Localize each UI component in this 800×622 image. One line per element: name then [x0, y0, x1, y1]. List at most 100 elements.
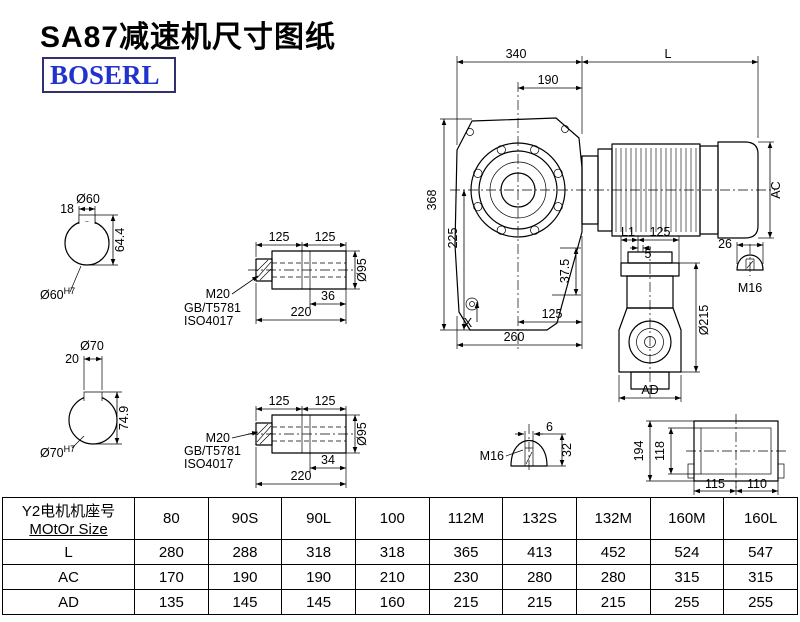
- shaft-end-key-detail: 6 32 M16: [480, 420, 574, 472]
- shaft70-key-width-label: 20: [65, 352, 79, 366]
- shaft70-key-height-label: 74.9: [117, 406, 131, 430]
- page-title: SA87减速机尺寸图纸: [40, 21, 337, 54]
- table-cell: 215: [428, 589, 504, 615]
- side-dim-5: 5: [645, 247, 652, 261]
- side-view: L1 125 5 Ø215 AD: [618, 225, 764, 402]
- table-cell: 315: [723, 564, 798, 590]
- shaft70-end-view: Ø70 20 74.9 Ø70H7: [40, 339, 131, 460]
- front-dim-225: 225: [446, 228, 460, 249]
- shaft70-dia-label: Ø70: [80, 339, 104, 353]
- table-row-label: AC: [2, 564, 135, 590]
- front-dim-L: L: [665, 47, 672, 61]
- gearbox-housing-outline: [454, 117, 583, 331]
- table-cell: 160: [354, 589, 430, 615]
- table-cell: 230: [428, 564, 504, 590]
- table-cell: 413: [502, 539, 577, 565]
- shaft60-dia-label: Ø60: [76, 192, 100, 206]
- table-cell: 280: [502, 564, 577, 590]
- table-cell: 215: [502, 589, 577, 615]
- shaft70-tolerance-label: Ø70H7: [40, 444, 75, 460]
- key-thread-M16: M16: [480, 449, 504, 463]
- rear-dim-115: 115: [705, 477, 725, 491]
- detail-top-dim-220: 220: [291, 305, 312, 319]
- side-dim-26: 26: [718, 237, 732, 251]
- detail-bottom-dim-34: 34: [321, 453, 335, 467]
- table-cell: 255: [649, 589, 725, 615]
- table-column-header: 160M: [649, 497, 725, 540]
- detail-top-dim-125-left: 125: [269, 230, 290, 244]
- detail-bottom-dim-125-left: 125: [269, 394, 290, 408]
- table-column-header: 80: [134, 497, 209, 540]
- key-dim-32: 32: [560, 443, 574, 457]
- table-cell: 315: [649, 564, 725, 590]
- table-cell: 190: [207, 564, 283, 590]
- rear-dim-118: 118: [653, 441, 667, 461]
- dimension-drawing: Ø60 18 64.4 Ø60H7 Ø70 20: [40, 47, 786, 495]
- side-thread-M16: M16: [738, 281, 762, 295]
- output-shaft-detail-bottom: 125 125 34 220 Ø95 M20 GB/T5781 ISO4017: [184, 394, 369, 488]
- table-cell: 365: [428, 539, 504, 565]
- detail-top-dim-36: 36: [321, 289, 335, 303]
- table-cell: 524: [649, 539, 725, 565]
- brand-logo: BOSERL: [42, 57, 176, 93]
- rear-dim-194: 194: [632, 441, 646, 462]
- table-column-header: 90S: [207, 497, 283, 540]
- table-cell: 170: [134, 564, 209, 590]
- table-cell: 145: [207, 589, 283, 615]
- detail-top-std-iso: ISO4017: [184, 314, 233, 328]
- detail-top-dim-dia95: Ø95: [355, 258, 369, 282]
- table-cell: 190: [281, 564, 356, 590]
- table-cell: 547: [723, 539, 798, 565]
- side-dim-215: Ø215: [697, 305, 711, 336]
- shaft60-key-width-label: 18: [60, 202, 74, 216]
- table-column-header: 112M: [428, 497, 504, 540]
- table-cell: 288: [207, 539, 283, 565]
- detail-bottom-dim-dia95: Ø95: [355, 422, 369, 446]
- shaft60-tolerance-label: Ø60H7: [40, 286, 75, 302]
- detail-bottom-std-iso: ISO4017: [184, 457, 233, 471]
- shaft60-end-view: Ø60 18 64.4 Ø60H7: [40, 192, 127, 302]
- detail-bottom-dim-125-right: 125: [315, 394, 336, 408]
- front-mark-X: X: [464, 316, 473, 330]
- table-row-label: AD: [2, 589, 135, 615]
- table-header-cn: Y2电机机座号: [21, 502, 116, 520]
- motor-fins: [615, 148, 697, 232]
- front-view: 340 L 190 368 225 37.5 125: [425, 47, 783, 352]
- detail-bottom-dim-220: 220: [291, 469, 312, 483]
- rear-dim-110: 110: [747, 477, 767, 491]
- table-cell: 135: [134, 589, 209, 615]
- side-dim-L1: L1: [621, 225, 635, 239]
- table-column-header: 100: [354, 497, 430, 540]
- table-column-header: 132S: [502, 497, 577, 540]
- table-cell: 215: [575, 589, 651, 615]
- table-cell: 280: [575, 564, 651, 590]
- table-row-label: L: [2, 539, 135, 565]
- detail-bottom-thread-label: M20: [206, 431, 230, 445]
- rear-view: 194 118 115 110: [632, 414, 786, 495]
- front-dim-190: 190: [538, 73, 559, 87]
- side-dim-125: 125: [650, 225, 671, 239]
- table-header-label-cell: Y2电机机座号 MOtOr Size: [2, 497, 135, 540]
- detail-top-std-gb: GB/T5781: [184, 301, 241, 315]
- table-header-en: MOtOr Size: [29, 520, 108, 538]
- table-cell: 280: [134, 539, 209, 565]
- shaft60-key-height-label: 64.4: [113, 228, 127, 252]
- table-cell: 452: [575, 539, 651, 565]
- key-dim-6: 6: [546, 420, 553, 434]
- table-cell: 145: [281, 589, 356, 615]
- front-dim-368: 368: [425, 190, 439, 211]
- motor-fan-cover: [717, 141, 759, 239]
- front-dim-340: 340: [506, 47, 527, 61]
- output-shaft-detail-top: 125 125 36 220 Ø95 M20 GB/T5781 ISO4017: [184, 230, 369, 328]
- table-column-header: 160L: [723, 497, 798, 540]
- table-column-header: 90L: [281, 497, 356, 540]
- table-cell: 255: [723, 589, 798, 615]
- front-dim-AC: AC: [769, 181, 783, 198]
- front-dim-37-5: 37.5: [558, 259, 572, 283]
